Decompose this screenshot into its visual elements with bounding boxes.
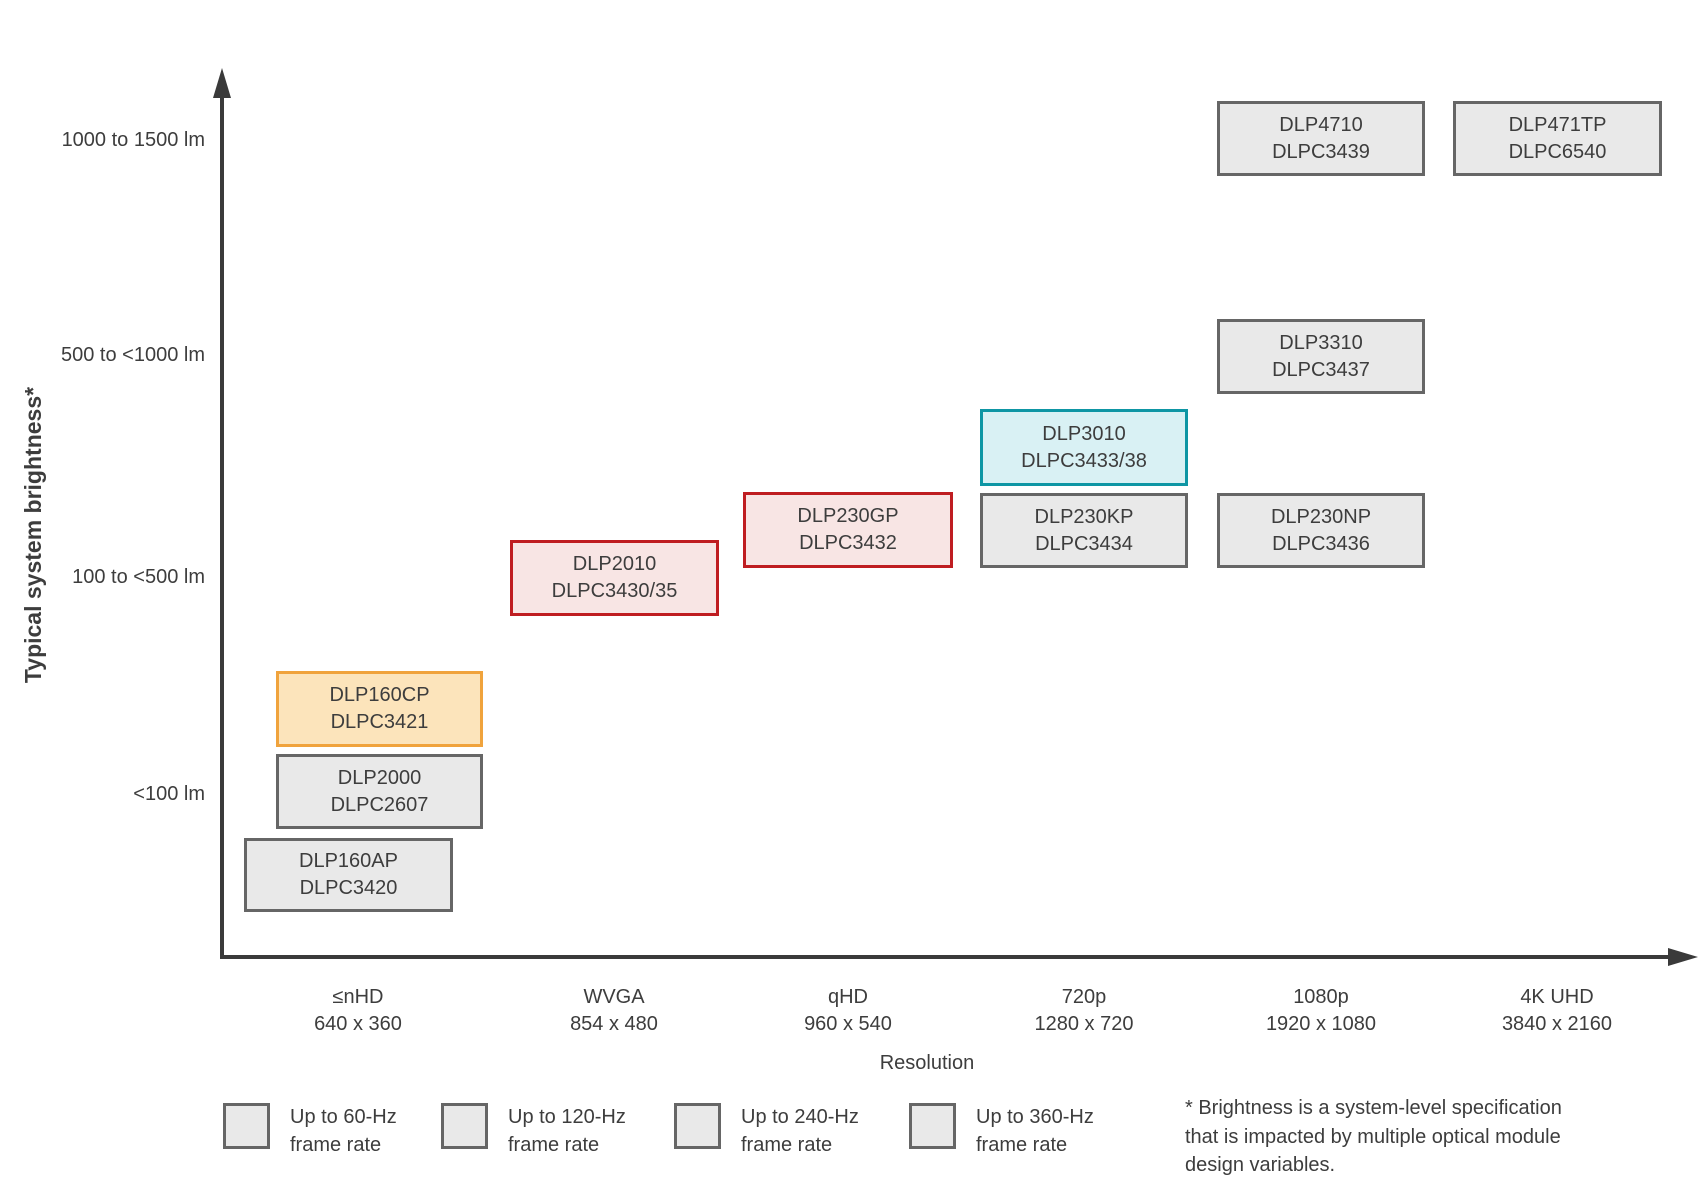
x-tick-wvga: WVGA 854 x 480 bbox=[504, 984, 724, 1038]
chip-device: DLP3010 bbox=[1042, 422, 1126, 445]
chip-box-dlp230kp: DLP230KP DLPC3434 bbox=[980, 493, 1188, 568]
chip-controller: DLPC3432 bbox=[799, 532, 897, 554]
chip-controller: DLPC3420 bbox=[299, 877, 398, 899]
x-tick-sub: 1280 x 720 bbox=[1034, 1013, 1134, 1035]
legend-label-360hz: Up to 360-Hz frame rate bbox=[976, 1106, 1094, 1156]
footnote: * Brightness is a system-level specifica… bbox=[1185, 1097, 1562, 1176]
chip-controller: DLPC3437 bbox=[1272, 358, 1370, 381]
chip-device: DLP230KP bbox=[1034, 505, 1134, 528]
chip-device: DLP230NP bbox=[1270, 505, 1372, 528]
x-tick-1080p: 1080p 1920 x 1080 bbox=[1211, 984, 1431, 1038]
y-tick-lt100lm: <100 lm bbox=[133, 783, 205, 805]
x-tick-sub: 960 x 540 bbox=[804, 1013, 892, 1035]
legend-label-120hz: Up to 120-Hz frame rate bbox=[508, 1106, 626, 1156]
legend-label-240hz: Up to 240-Hz frame rate bbox=[741, 1106, 859, 1156]
chip-device: DLP471TP bbox=[1508, 113, 1607, 136]
chip-controller: DLPC3436 bbox=[1272, 532, 1370, 555]
chip-device: DLP4710 bbox=[1279, 113, 1363, 136]
x-tick-sub: 640 x 360 bbox=[314, 1013, 402, 1035]
legend-item-360hz: Up to 360-Hz frame rate bbox=[909, 1103, 1094, 1159]
chip-device: DLP160CP bbox=[329, 684, 430, 706]
chip-box-dlp471tp: DLP471TP DLPC6540 bbox=[1453, 101, 1662, 176]
y-axis-title: Typical system brightness* bbox=[20, 386, 46, 684]
chip-controller: DLPC3421 bbox=[330, 711, 429, 733]
chip-device: DLP160AP bbox=[299, 850, 398, 872]
x-axis-arrow-icon bbox=[1668, 948, 1698, 966]
legend-item-60hz: Up to 60-Hz frame rate bbox=[223, 1103, 397, 1159]
x-tick-label: 1080p bbox=[1293, 986, 1349, 1008]
y-tick-100-500lm: 100 to <500 lm bbox=[72, 566, 205, 588]
x-axis-title: Resolution bbox=[879, 1052, 975, 1074]
legend-swatch-60hz-icon bbox=[223, 1103, 270, 1149]
x-tick-4kuhd: 4K UHD 3840 x 2160 bbox=[1447, 984, 1667, 1038]
chip-box-dlp4710: DLP4710 DLPC3439 bbox=[1217, 101, 1425, 176]
chip-box-dlp160ap: DLP160AP DLPC3420 bbox=[244, 838, 453, 912]
chip-device: DLP2000 bbox=[337, 766, 422, 789]
y-tick-500-1000lm: 500 to <1000 lm bbox=[61, 344, 205, 366]
chip-controller: DLPC3439 bbox=[1272, 140, 1370, 163]
x-tick-label: qHD bbox=[827, 986, 868, 1008]
chip-controller: DLPC2607 bbox=[330, 793, 429, 816]
x-tick-sub: 854 x 480 bbox=[570, 1013, 658, 1035]
x-tick-label: 4K UHD bbox=[1520, 986, 1594, 1008]
chip-controller: DLPC6540 bbox=[1508, 140, 1607, 163]
chip-box-dlp160cp: DLP160CP DLPC3421 bbox=[276, 671, 483, 747]
legend-label-60hz: Up to 60-Hz frame rate bbox=[290, 1106, 397, 1156]
x-tick-label: WVGA bbox=[583, 986, 645, 1008]
chip-device: DLP3310 bbox=[1279, 331, 1363, 354]
chip-box-dlp3310: DLP3310 DLPC3437 bbox=[1217, 319, 1425, 394]
chip-device: DLP230GP bbox=[797, 505, 899, 527]
legend-swatch-360hz-icon bbox=[909, 1103, 956, 1149]
chip-box-dlp230gp: DLP230GP DLPC3432 bbox=[743, 492, 953, 568]
x-tick-label: ≤nHD bbox=[332, 986, 384, 1008]
chip-box-dlp2000: DLP2000 DLPC2607 bbox=[276, 754, 483, 829]
chip-controller: DLPC3434 bbox=[1035, 532, 1133, 555]
legend-swatch-240hz-icon bbox=[674, 1103, 721, 1149]
legend-item-120hz: Up to 120-Hz frame rate bbox=[441, 1103, 626, 1159]
chip-box-dlp2010: DLP2010 DLPC3430/35 bbox=[510, 540, 719, 616]
y-tick-1000-1500lm: 1000 to 1500 lm bbox=[61, 129, 205, 151]
x-tick-sub: 1920 x 1080 bbox=[1265, 1013, 1377, 1035]
x-tick-sub: 3840 x 2160 bbox=[1501, 1013, 1613, 1035]
y-axis-arrow-icon bbox=[213, 68, 231, 98]
legend-item-240hz: Up to 240-Hz frame rate bbox=[674, 1103, 859, 1159]
x-tick-720p: 720p 1280 x 720 bbox=[974, 984, 1194, 1038]
chip-device: DLP2010 bbox=[572, 553, 657, 575]
x-tick-qhd: qHD 960 x 540 bbox=[738, 984, 958, 1038]
x-tick-label: 720p bbox=[1061, 986, 1107, 1008]
chip-controller: DLPC3430/35 bbox=[551, 580, 678, 602]
x-tick-nhd: ≤nHD 640 x 360 bbox=[248, 984, 468, 1038]
chip-box-dlp3010: DLP3010 DLPC3433/38 bbox=[980, 409, 1188, 486]
chip-controller: DLPC3433/38 bbox=[1021, 449, 1147, 472]
chip-box-dlp230np: DLP230NP DLPC3436 bbox=[1217, 493, 1425, 568]
legend-swatch-120hz-icon bbox=[441, 1103, 488, 1149]
